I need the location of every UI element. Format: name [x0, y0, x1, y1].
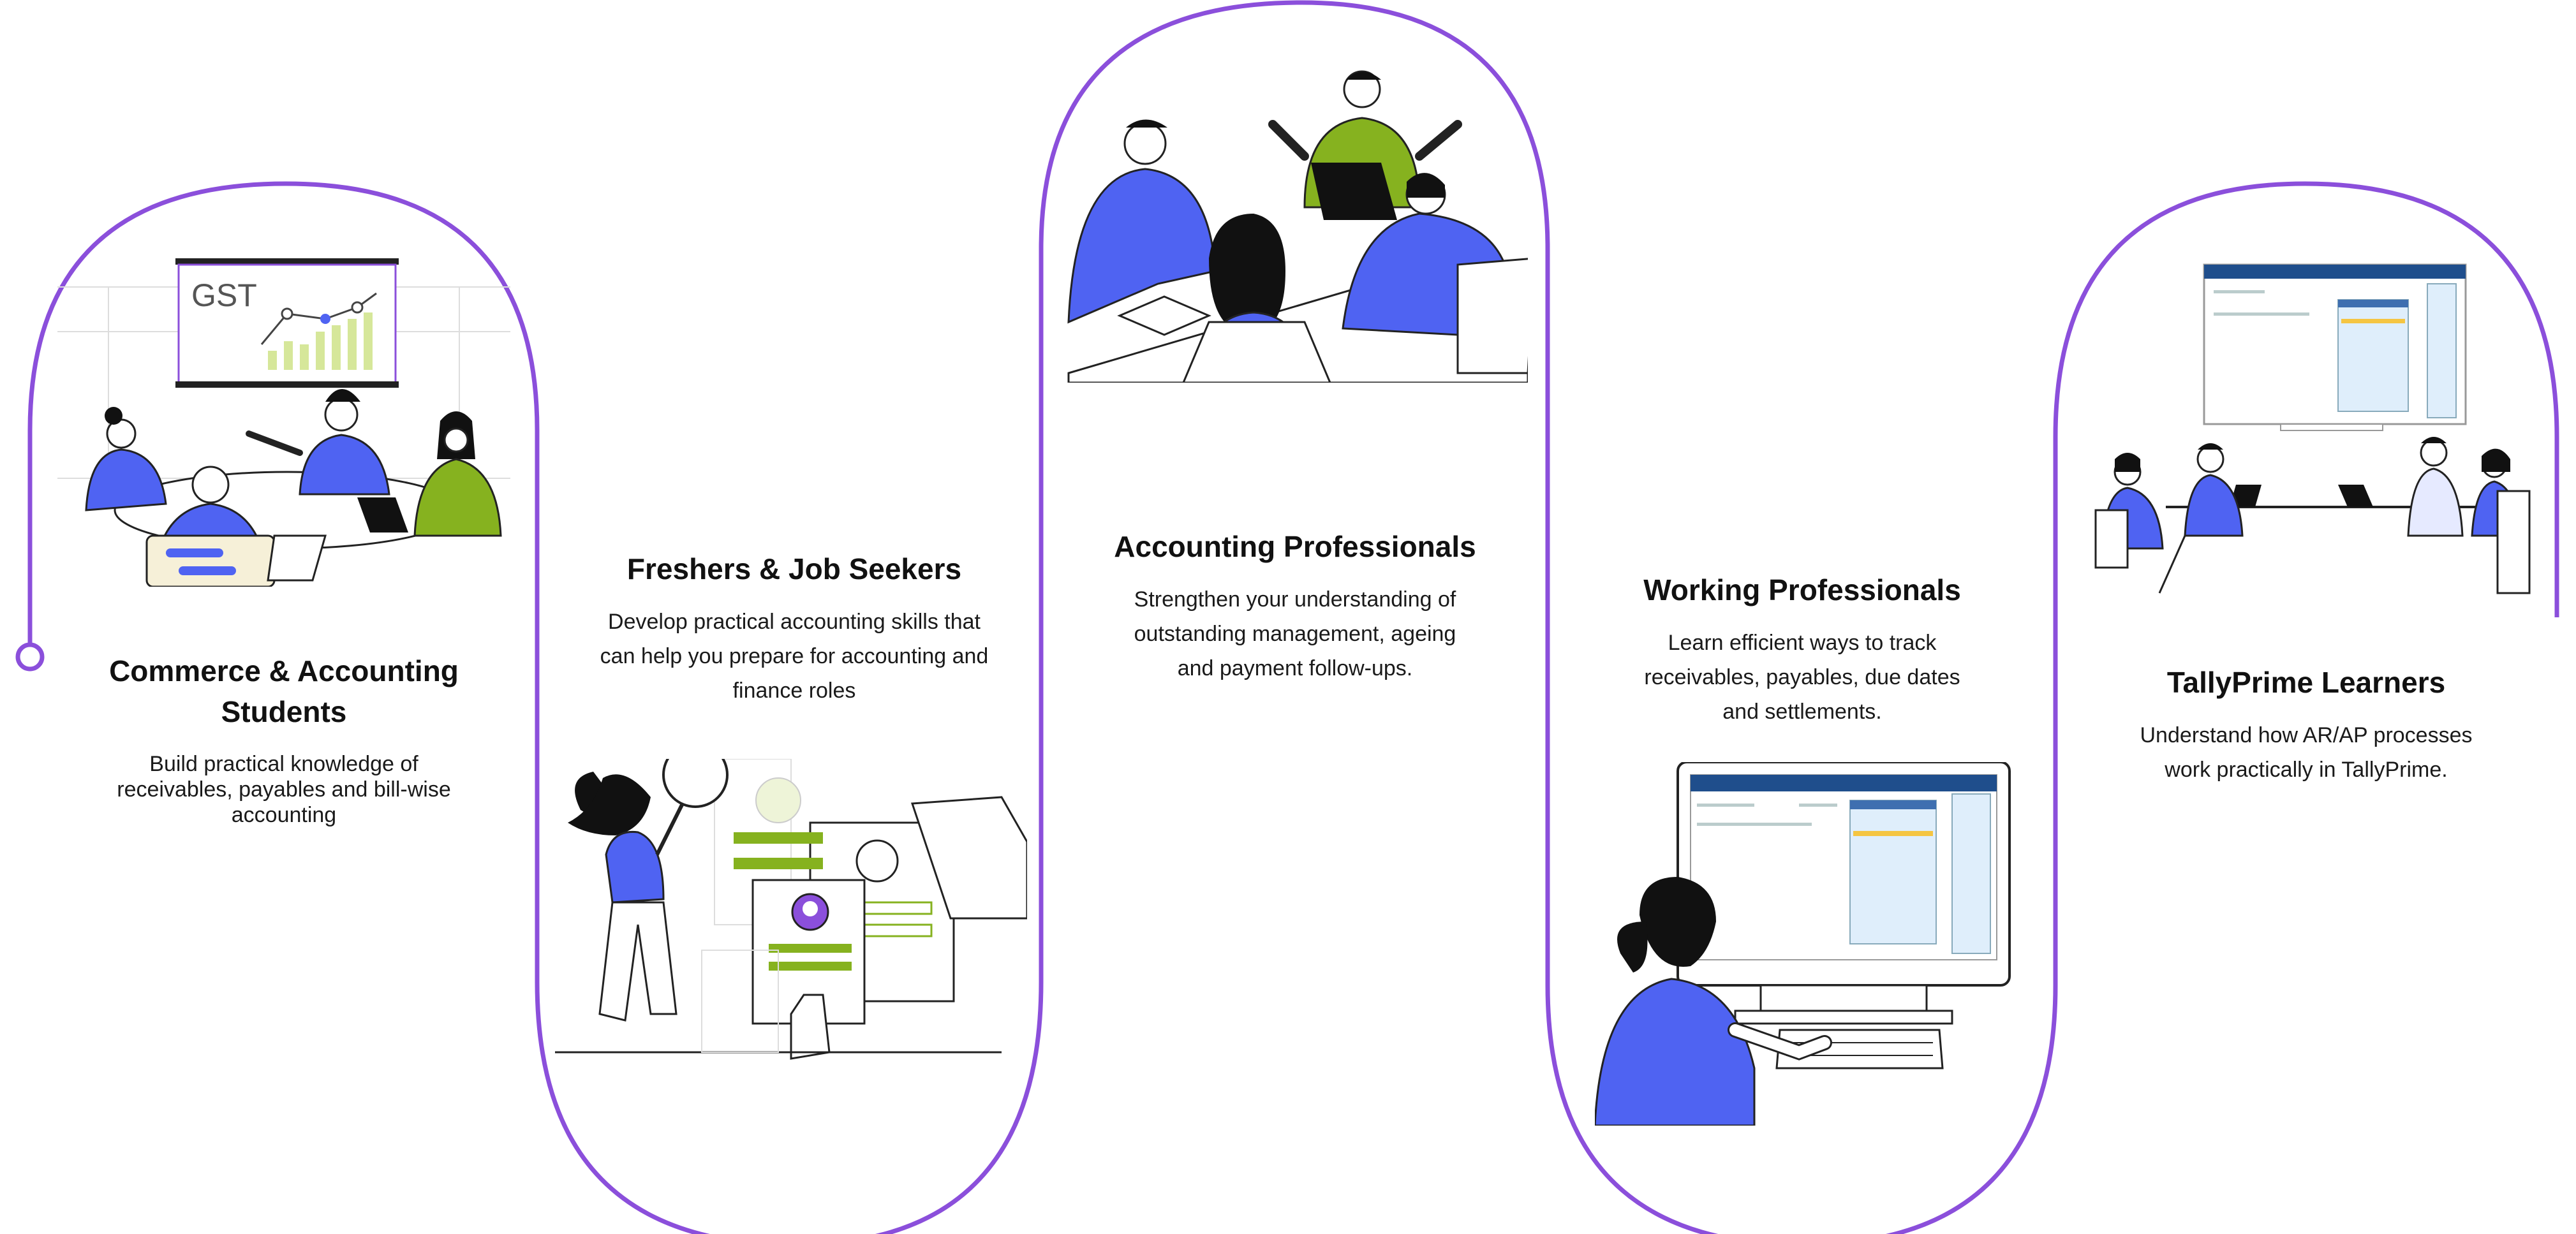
tallyprime-training-illustration [2089, 261, 2536, 599]
card-desc-line: finance roles [732, 679, 856, 703]
woman-at-computer-illustration [1594, 761, 2016, 1127]
professionals-meeting-illustration [1062, 67, 1536, 384]
card-description: Learn efficient ways to track receivable… [1569, 626, 2035, 729]
card-description: Develop practical accounting skills that… [561, 605, 1027, 708]
card-desc-line: outstanding management, ageing [1134, 622, 1456, 646]
card-title-line: Students [221, 695, 347, 728]
card-tallyprime-learners: TallyPrime Learners Understand how AR/AP… [2073, 662, 2539, 787]
card-desc-line: Build practical knowledge of [149, 752, 418, 776]
card-accounting-professionals: Accounting Professionals Strengthen your… [1062, 526, 1528, 686]
card-description: Strengthen your understanding of outstan… [1062, 582, 1528, 686]
path-start-dot [15, 642, 45, 672]
card-description: Understand how AR/AP processes work prac… [2073, 718, 2539, 787]
job-seeker-resume-illustration [555, 742, 1028, 1078]
card-desc-line: Develop practical accounting skills that [608, 610, 981, 634]
card-desc-line: work practically in TallyPrime. [2165, 758, 2448, 782]
card-desc-line: receivables, payables and bill-wise [117, 777, 451, 802]
team-meeting-gst-illustration: GST [57, 249, 510, 588]
card-working-professionals: Working Professionals Learn efficient wa… [1569, 569, 2035, 729]
card-desc-line: Understand how AR/AP processes [2140, 723, 2473, 747]
card-desc-line: Strengthen your understanding of [1134, 587, 1456, 612]
card-desc-line: accounting [231, 803, 337, 827]
board-gst-label: GST [191, 277, 257, 313]
card-title: TallyPrime Learners [2166, 666, 2446, 699]
card-desc-line: Learn efficient ways to track [1668, 631, 1937, 655]
card-description: Build practical knowledge of receivables… [57, 751, 510, 828]
card-title: Commerce & Accounting Students [57, 650, 510, 732]
card-desc-line: can help you prepare for accounting and [600, 644, 989, 668]
card-title: Freshers & Job Seekers [626, 552, 962, 585]
card-title: Accounting Professionals [1114, 530, 1476, 563]
card-desc-line: and payment follow-ups. [1177, 656, 1413, 680]
card-commerce-students: Commerce & Accounting Students Build pra… [57, 650, 510, 828]
card-title-line: Commerce & Accounting [109, 654, 459, 687]
card-title: Working Professionals [1643, 573, 1961, 606]
card-desc-line: receivables, payables, due dates [1644, 665, 1960, 689]
card-desc-line: and settlements. [1722, 700, 1882, 724]
card-freshers-job-seekers: Freshers & Job Seekers Develop practical… [561, 548, 1027, 708]
